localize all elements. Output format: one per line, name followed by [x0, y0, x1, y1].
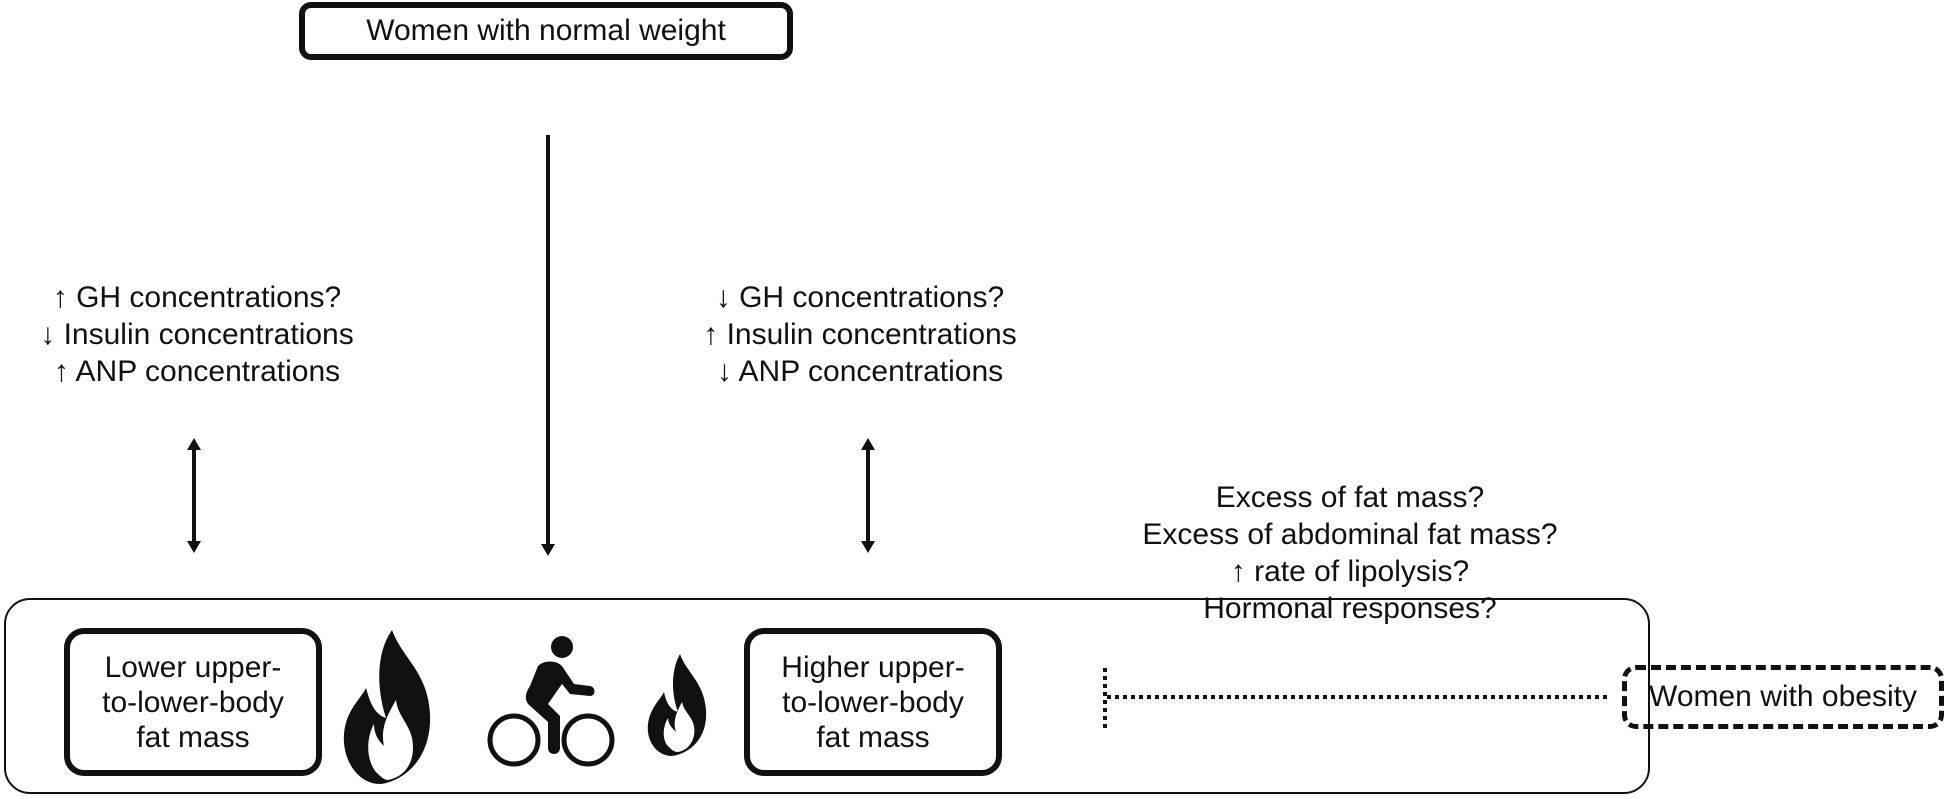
right-hormone-insulin: ↑ Insulin concentrations: [703, 318, 1017, 351]
question-hormonal: Hormonal responses?: [1203, 592, 1497, 625]
left-hormone-list: ↑ GH concentrations? ↓ Insulin concentra…: [8, 279, 386, 390]
normal-weight-box: Women with normal weight: [299, 2, 793, 60]
lower-ratio-box: Lower upper-to-lower-body fat mass: [64, 628, 322, 776]
normal-weight-label: Women with normal weight: [366, 14, 726, 47]
exercise-frame: [4, 598, 1650, 794]
higher-ratio-box: Higher upper-to-lower-body fat mass: [744, 628, 1002, 776]
flame-icon: [647, 654, 707, 756]
left-hormone-gh: ↑ GH concentrations?: [52, 281, 342, 314]
left-double-arrow-head-up: [187, 438, 201, 450]
right-hormone-list: ↓ GH concentrations? ↑ Insulin concentra…: [660, 279, 1060, 390]
obesity-label: Women with obesity: [1649, 680, 1917, 713]
right-double-arrow-head-down: [861, 541, 875, 553]
right-hormone-anp: ↓ ANP concentrations: [716, 355, 1004, 388]
higher-ratio-label: Higher upper-to-lower-body fat mass: [781, 650, 965, 754]
question-fat-mass: Excess of fat mass?: [1215, 481, 1485, 514]
lower-ratio-label: Lower upper-to-lower-body fat mass: [102, 650, 284, 754]
main-down-arrowhead: [541, 544, 555, 556]
right-hormone-gh: ↓ GH concentrations?: [715, 281, 1005, 314]
question-lipolysis: ↑ rate of lipolysis?: [1230, 555, 1470, 588]
obesity-box: Women with obesity: [1622, 665, 1944, 729]
flame-icon: [343, 630, 431, 784]
right-double-arrow-head-up: [861, 438, 875, 450]
left-hormone-insulin: ↓ Insulin concentrations: [40, 318, 354, 351]
cyclist-icon: [487, 636, 615, 767]
left-double-arrow-head-down: [187, 541, 201, 553]
question-abdominal-fat: Excess of abdominal fat mass?: [1142, 518, 1558, 551]
left-hormone-anp: ↑ ANP concentrations: [53, 355, 341, 388]
open-questions-list: Excess of fat mass? Excess of abdominal …: [1090, 479, 1610, 627]
